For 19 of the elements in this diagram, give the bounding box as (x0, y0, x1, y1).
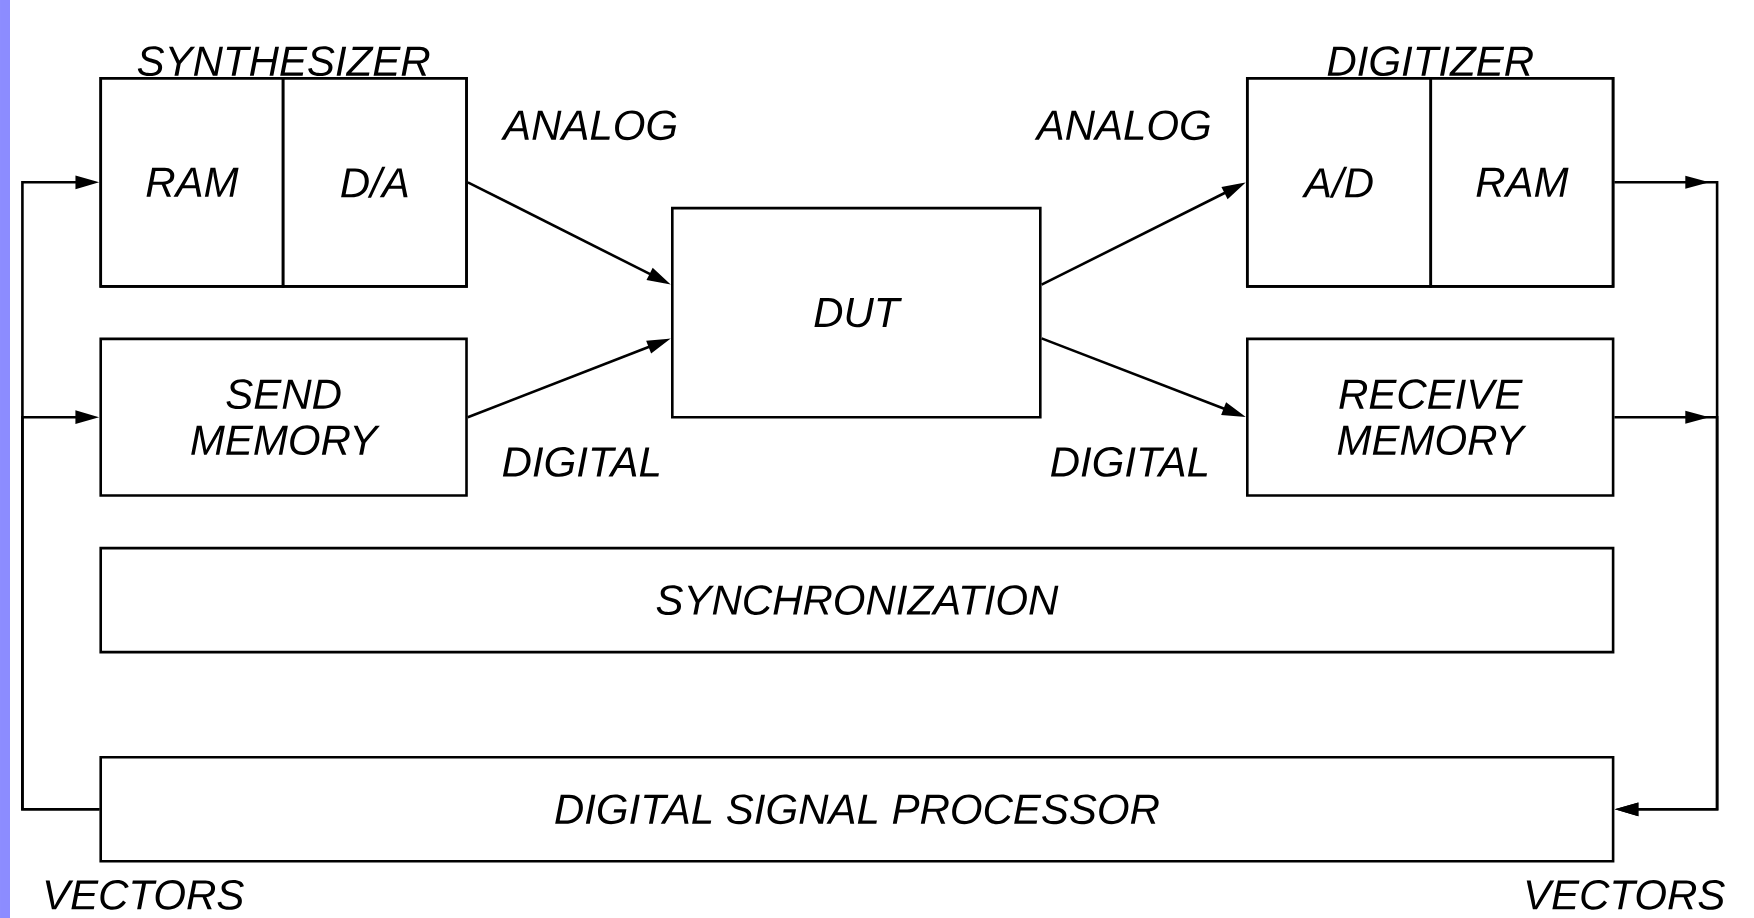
block-box: DUT (671, 206, 1042, 419)
edge-label: DIGITAL (502, 447, 659, 477)
node-label: SYNTHESIZER (137, 46, 430, 77)
block-box: SEND MEMORY (99, 337, 468, 497)
block-box: D/A (281, 76, 468, 288)
port-label: VECTORS (1526, 880, 1725, 910)
edge-label: ANALOG (1034, 110, 1210, 141)
port-label: VECTORS (45, 880, 244, 910)
block-box: RAM (99, 76, 285, 288)
block-box: DIGITAL SIGNAL PROCESSOR (99, 756, 1615, 863)
edge-label: DIGITAL (1050, 447, 1207, 477)
block-box: SYNCHRONIZATION (99, 546, 1615, 654)
arrow (21, 410, 100, 811)
edge-label: ANALOG (501, 110, 677, 141)
node-label: DIGITIZER (1327, 46, 1533, 77)
arrow (1614, 410, 1719, 817)
block-box: RAM (1429, 76, 1615, 288)
block-box: A/D (1245, 76, 1433, 288)
block-box: RECEIVE MEMORY (1246, 337, 1615, 497)
